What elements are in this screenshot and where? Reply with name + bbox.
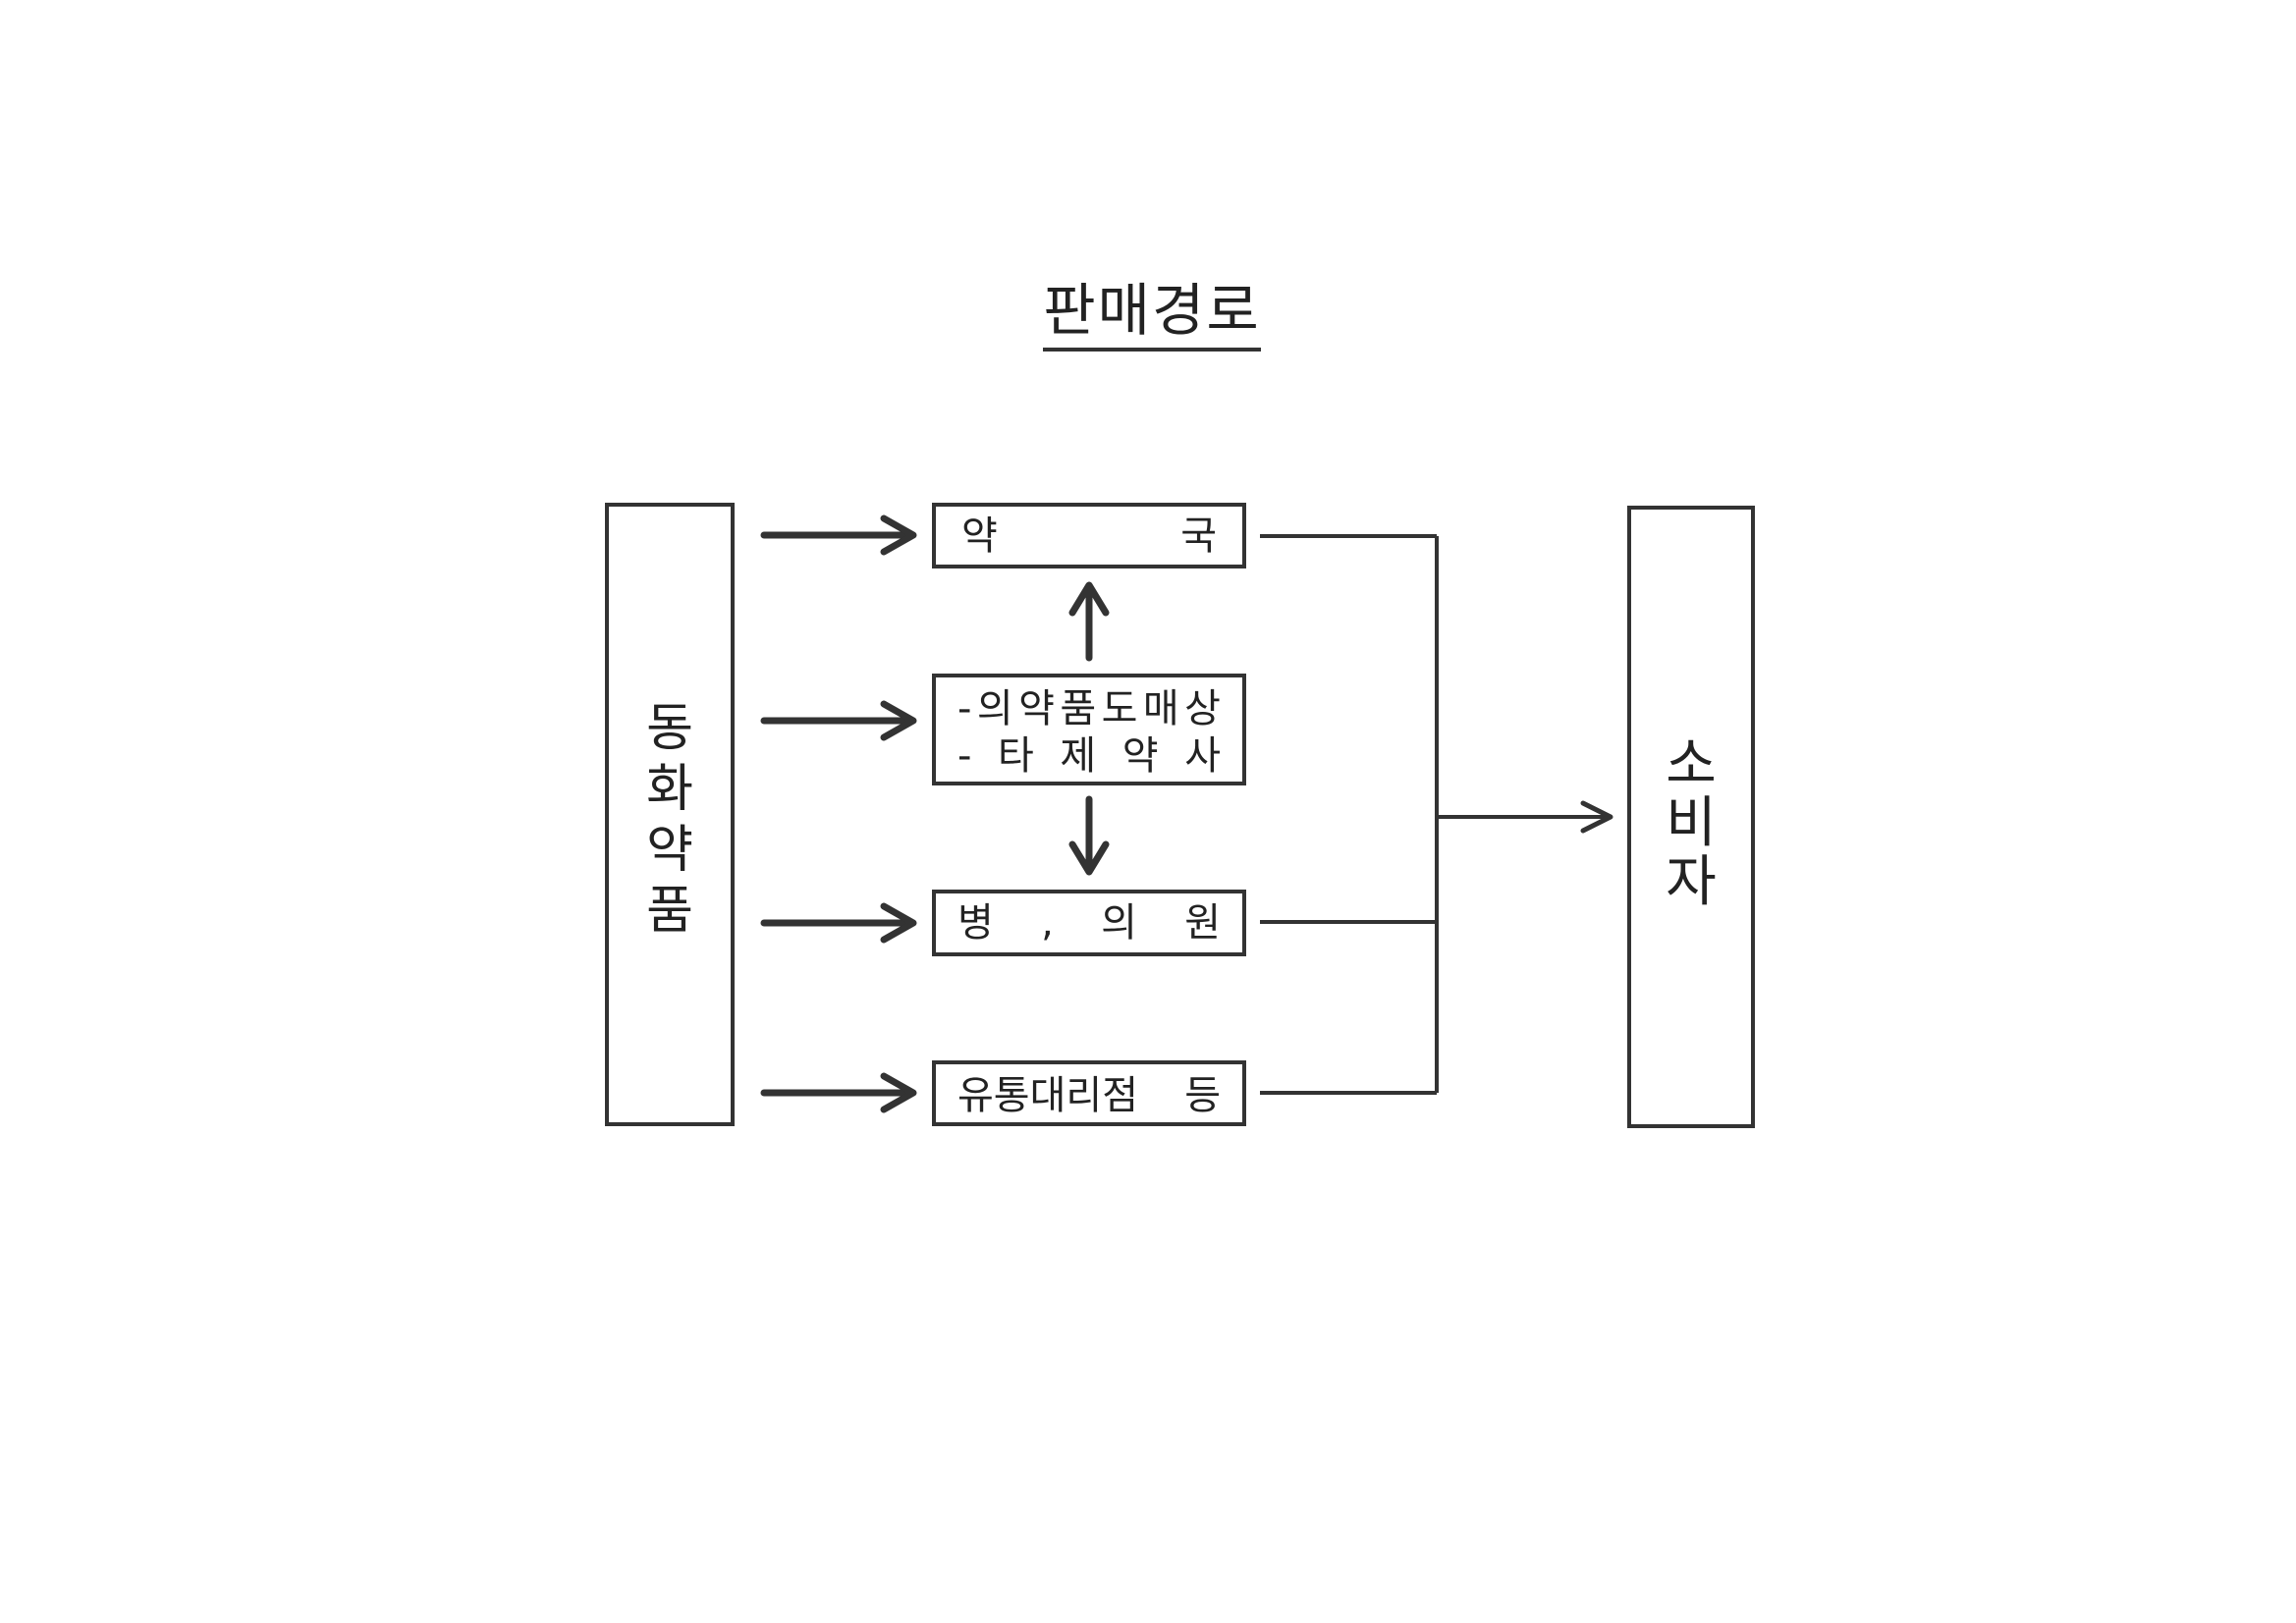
wholesale-char: 타 xyxy=(998,733,1034,779)
arrowhead xyxy=(880,1072,917,1113)
distributor-box: 유통대리점 등 xyxy=(932,1060,1246,1126)
wholesale-char: 제 xyxy=(1060,733,1097,779)
hospital-char: , xyxy=(1041,900,1054,946)
consumer-box: 소 비 자 xyxy=(1627,506,1755,1128)
wholesale-char: 사 xyxy=(1184,733,1221,779)
hospital-box: 병 , 의 원 xyxy=(932,890,1246,956)
wholesale-char: 품 xyxy=(1060,686,1097,731)
arrowhead xyxy=(880,902,917,944)
wholesale-char: 약 xyxy=(1121,733,1159,779)
wholesale-char: 의 xyxy=(976,686,1013,731)
arrowhead xyxy=(1068,840,1110,876)
source-box: 동 화 약 품 xyxy=(605,503,735,1126)
arrowhead xyxy=(880,700,917,741)
pharmacy-char: 국 xyxy=(1180,514,1217,559)
pharmacy-box: 약 국 xyxy=(932,503,1246,568)
wholesale-char: 도 xyxy=(1101,686,1138,731)
hospital-char: 의 xyxy=(1101,900,1137,946)
page-title: 판매경로 xyxy=(1043,281,1261,352)
consumer-char: 소 xyxy=(1666,732,1717,796)
distributor-suffix: 등 xyxy=(1184,1073,1221,1118)
wholesale-char: - xyxy=(957,686,972,731)
hospital-char: 병 xyxy=(957,900,994,946)
arrowhead xyxy=(1068,581,1110,617)
source-char: 동 xyxy=(646,699,693,758)
distributor-label: 유통대리점 xyxy=(957,1073,1138,1118)
wholesale-char: 상 xyxy=(1184,686,1221,731)
consumer-char: 비 xyxy=(1666,791,1717,855)
pharmacy-char: 약 xyxy=(961,514,998,559)
source-char: 품 xyxy=(646,882,693,941)
wholesale-char: - xyxy=(957,733,972,779)
arrowhead xyxy=(1580,800,1613,834)
wholesale-char: 약 xyxy=(1018,686,1055,731)
wholesale-box: - 의 약 품 도 매 상 - 타 제 약 사 xyxy=(932,674,1246,785)
wholesale-char: 매 xyxy=(1142,686,1179,731)
arrowhead xyxy=(880,514,917,556)
source-char: 약 xyxy=(646,821,693,880)
hospital-char: 원 xyxy=(1184,900,1221,946)
source-char: 화 xyxy=(646,760,693,819)
consumer-char: 자 xyxy=(1666,850,1717,914)
